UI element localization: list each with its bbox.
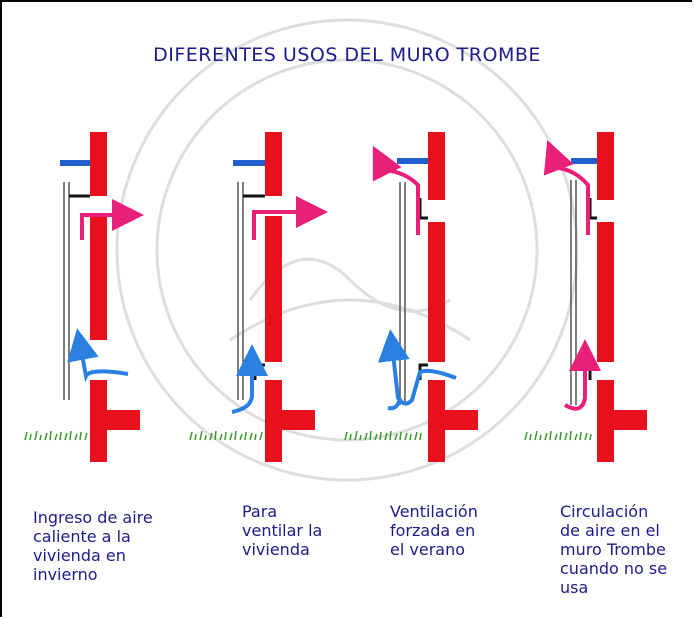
watermark-seal bbox=[115, 18, 579, 482]
caption-2: Para ventilar la vivienda bbox=[242, 502, 323, 559]
trombe-diagram-2 bbox=[189, 132, 328, 462]
glazing-3 bbox=[399, 182, 406, 405]
caption-3: Ventilación forzada en el verano bbox=[390, 502, 478, 559]
shade-3 bbox=[397, 158, 428, 164]
cool-air-arrow-2 bbox=[231, 344, 268, 414]
shade-4 bbox=[571, 158, 597, 164]
grass-1 bbox=[24, 430, 88, 441]
trombe-diagram-3 bbox=[344, 132, 478, 462]
warm-air-arrow-1 bbox=[80, 199, 144, 240]
grass-3 bbox=[344, 430, 422, 441]
cool-air-arrow-1 bbox=[67, 328, 129, 383]
caption-1: Ingreso de aire caliente a la vivienda e… bbox=[33, 508, 153, 584]
grass-4 bbox=[524, 430, 592, 441]
warm-air-arrow-2 bbox=[252, 196, 328, 240]
warm-air-arrow-3 bbox=[372, 145, 420, 235]
wall-1 bbox=[90, 132, 140, 462]
grass-2 bbox=[189, 430, 263, 441]
wall-3 bbox=[428, 132, 478, 462]
shade-1 bbox=[60, 160, 90, 166]
warm-air-arrow-4 bbox=[543, 140, 590, 235]
wall-4 bbox=[597, 132, 647, 462]
trombe-diagram-1 bbox=[24, 132, 144, 462]
cool-air-inflow-3 bbox=[387, 397, 402, 411]
wall-2 bbox=[265, 132, 315, 462]
vents-1 bbox=[69, 194, 90, 359]
trombe-diagram-4 bbox=[524, 132, 647, 462]
vents-3 bbox=[418, 198, 428, 380]
diagram-title: DIFERENTES USOS DEL MURO TROMBE bbox=[153, 44, 541, 66]
shade-2 bbox=[233, 160, 265, 166]
vents-4 bbox=[588, 198, 597, 380]
caption-4: Circulación de aire en el muro Trombe cu… bbox=[560, 502, 668, 597]
glazing-1 bbox=[63, 182, 70, 400]
warm-air-return-4 bbox=[563, 339, 601, 411]
cool-air-arrow-3 bbox=[377, 329, 457, 406]
glazing-2 bbox=[237, 182, 244, 400]
